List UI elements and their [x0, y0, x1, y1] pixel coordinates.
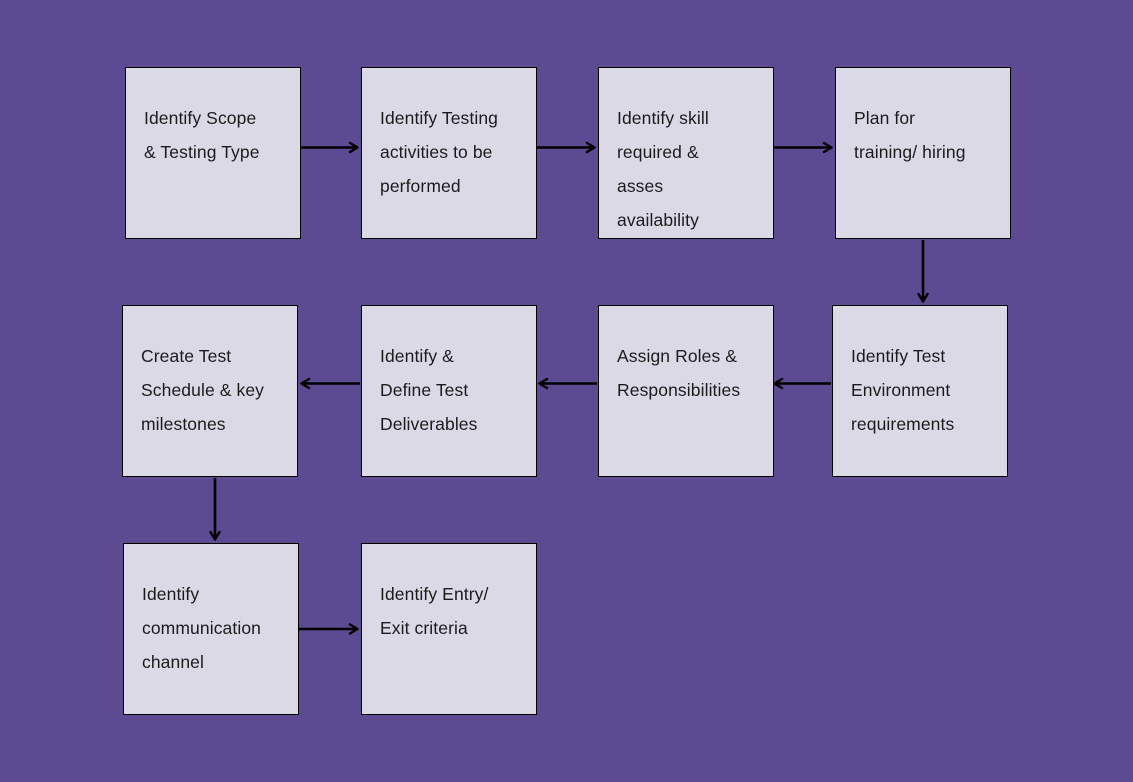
node-label: Assign Roles & Responsibilities: [617, 346, 741, 400]
node-label: Identify & Define Test Deliverables: [380, 346, 478, 434]
node-identify-testing-activities: Identify Testing activities to be perfor…: [361, 67, 537, 239]
node-label: Identify Scope & Testing Type: [144, 108, 260, 162]
node-identify-entry-exit-criteria: Identify Entry/ Exit criteria: [361, 543, 537, 715]
node-label: Identify skill required & asses availabi…: [617, 108, 709, 230]
node-label: Plan for training/ hiring: [854, 108, 966, 162]
node-label: Identify Test Environment requirements: [851, 346, 955, 434]
node-plan-training-hiring: Plan for training/ hiring: [835, 67, 1011, 239]
node-label: Identify Entry/ Exit criteria: [380, 584, 489, 638]
node-identify-scope-testing-type: Identify Scope & Testing Type: [125, 67, 301, 239]
node-identify-test-environment: Identify Test Environment requirements: [832, 305, 1008, 477]
node-label: Create Test Schedule & key milestones: [141, 346, 265, 434]
node-create-test-schedule: Create Test Schedule & key milestones: [122, 305, 298, 477]
node-label: Identify Testing activities to be perfor…: [380, 108, 499, 196]
node-label: Identify communication channel: [142, 584, 261, 672]
node-assign-roles-responsibilities: Assign Roles & Responsibilities: [598, 305, 774, 477]
node-identify-skill-required: Identify skill required & asses availabi…: [598, 67, 774, 239]
node-identify-communication-channel: Identify communication channel: [123, 543, 299, 715]
node-identify-define-deliverables: Identify & Define Test Deliverables: [361, 305, 537, 477]
